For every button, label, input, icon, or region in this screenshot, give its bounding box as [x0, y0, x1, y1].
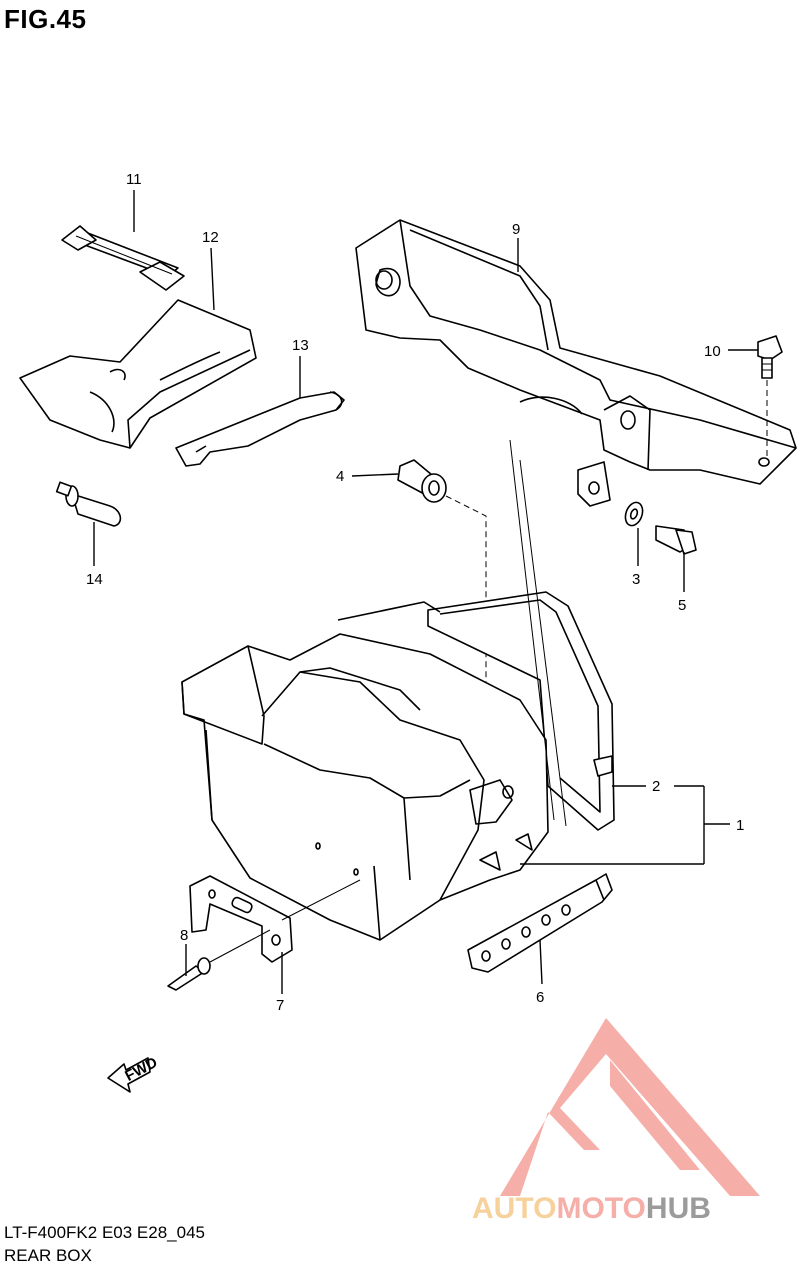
part-11-strap	[61, 225, 185, 291]
callout-2: 2	[652, 778, 660, 795]
callout-11: 11	[126, 171, 142, 188]
callout-1: 1	[736, 817, 744, 834]
part-6-plate	[467, 873, 613, 973]
watermark-word-hub: HUB	[646, 1192, 711, 1225]
callout-4: 4	[336, 468, 344, 485]
watermark-word-auto: AUTO	[472, 1192, 556, 1225]
callout-8: 8	[180, 927, 188, 944]
fwd-label: FWD	[122, 1054, 160, 1085]
model-code: LT-F400FK2 E03 E28_045	[4, 1223, 205, 1242]
part-8-rivet	[167, 929, 271, 991]
callout-5: 5	[678, 597, 686, 614]
watermark-logo: AUTOMOTOHUB	[472, 1018, 760, 1225]
section-name: REAR BOX	[4, 1246, 92, 1265]
callout-numbers: 11 12 13 14 9 10 4 3 5 2 1 6 7 8	[86, 171, 744, 1014]
watermark-word-moto: MOTO	[556, 1192, 645, 1225]
callout-7: 7	[276, 997, 284, 1014]
part-9-bracket	[355, 219, 797, 507]
callout-9: 9	[512, 221, 520, 238]
figure-title: FIG.45	[4, 4, 87, 34]
svg-text:AUTOMOTOHUB: AUTOMOTOHUB	[472, 1192, 711, 1225]
part-13-bar	[175, 391, 345, 467]
part-3-washer	[624, 501, 644, 527]
callout-6: 6	[536, 989, 544, 1006]
part-2-seal	[337, 591, 615, 831]
leader-lines	[93, 190, 758, 994]
part-5-bolt	[655, 525, 697, 555]
part-12-cover	[19, 299, 257, 449]
part-7-bracket	[189, 875, 361, 963]
part-14-clip	[55, 481, 122, 527]
callout-14: 14	[86, 571, 103, 588]
callout-12: 12	[202, 229, 219, 246]
callout-13: 13	[292, 337, 309, 354]
part-1-rear-box	[181, 439, 567, 941]
callout-10: 10	[704, 343, 721, 360]
part-4-collar	[397, 459, 487, 760]
fwd-arrow-icon: FWD	[107, 1054, 161, 1093]
callout-3: 3	[632, 571, 640, 588]
part-10-bolt	[757, 335, 783, 460]
